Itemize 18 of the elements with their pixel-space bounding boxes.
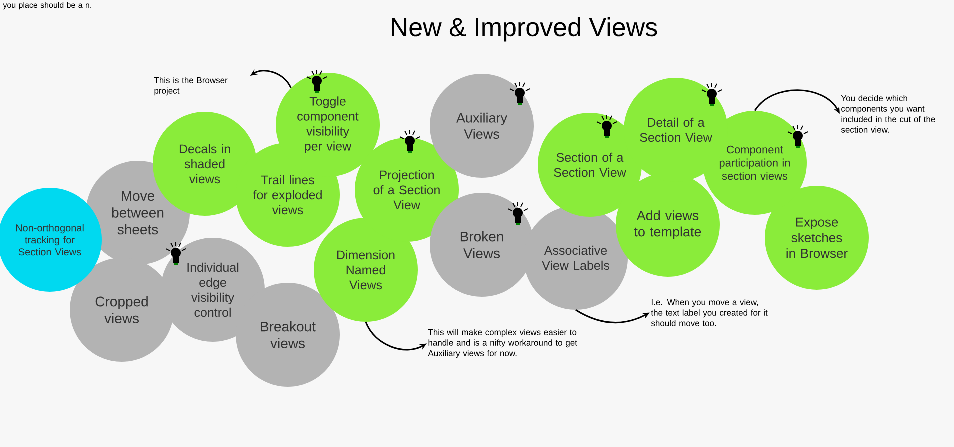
title: New & Improved Views [392, 18, 658, 42]
circle-node: Toggle component visibility per view [276, 73, 380, 177]
circle-node: Cropped views [70, 258, 174, 362]
node-label: Individual edge visibility control [188, 262, 239, 318]
note-text: you place should be a n. [3, 2, 92, 10]
note-text: You decide which components you want included in the cut of the section view. [841, 95, 936, 133]
circle-node: Broken Views [430, 193, 534, 297]
note-text: This is the Browser project [154, 77, 228, 96]
node-label: Broken Views [460, 231, 504, 259]
node-label: Cropped views [96, 296, 148, 324]
circle-node: Associative View Labels [524, 206, 628, 310]
node-label: Dimension Named Views [338, 250, 395, 290]
note-text: This will make complex views easier to handle and is a nifty workaround to get Auxiliary views for now. [428, 329, 578, 358]
circle-node: Expose sketches in Browser [765, 186, 869, 290]
circle-node: Breakout views [236, 283, 340, 387]
circle-node: Dimension Named Views [314, 218, 418, 322]
note-text: I.e. When you move a view, the text label you created for it should move too. [651, 299, 768, 326]
node-label: Associative View Labels [542, 246, 610, 270]
